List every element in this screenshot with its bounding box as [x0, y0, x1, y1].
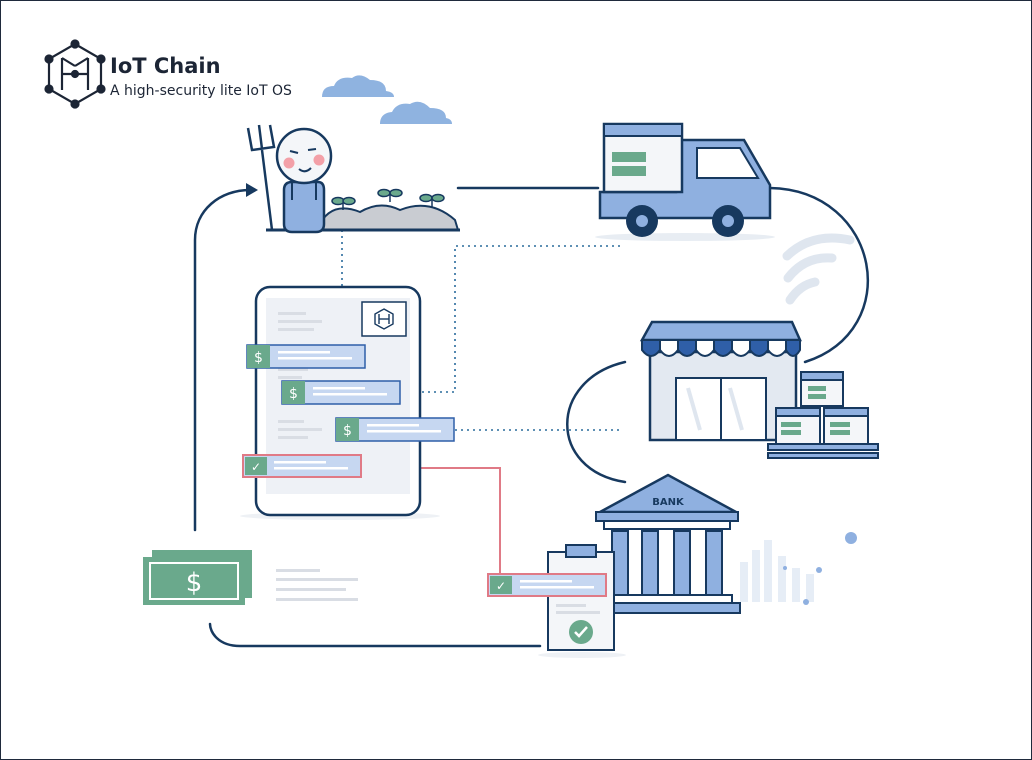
bar-chart-decoration — [740, 540, 814, 602]
brand-logo: IoT Chain A high-security lite IoT OS — [44, 39, 292, 109]
receipt-clipboard — [538, 544, 626, 658]
sprout-icon — [331, 188, 445, 210]
brand-subtitle: A high-security lite IoT OS — [110, 83, 292, 99]
farmer-illustration — [246, 124, 460, 234]
ledger-entry-row: $ — [281, 380, 401, 405]
dollar-icon: $ — [254, 350, 263, 366]
delivery-truck-illustration — [595, 122, 775, 241]
bank-label: BANK — [652, 497, 685, 508]
cash-bills-illustration: $ — [143, 550, 252, 605]
ledger-entry-row-verified: ✓ — [242, 454, 362, 478]
pitchfork-icon — [246, 124, 276, 231]
wireless-signal-icon — [782, 233, 855, 305]
ledger-entry-row: $ — [335, 417, 455, 442]
hexagon-network-icon — [44, 39, 106, 109]
dollar-icon: $ — [186, 568, 203, 598]
flow-truck-to-store — [768, 186, 870, 364]
dollar-icon: $ — [343, 423, 352, 439]
ledger-entry-row: $ — [246, 344, 366, 369]
flow-store-to-bank — [566, 360, 627, 484]
brand-title: IoT Chain — [110, 54, 221, 78]
check-icon: ✓ — [251, 460, 261, 474]
flow-receipt-to-cash — [208, 622, 542, 648]
cloud-icon — [380, 101, 452, 124]
flow-lines — [193, 186, 870, 648]
cloud-icon — [322, 75, 394, 97]
dollar-icon: $ — [289, 386, 298, 402]
flow-cash-to-farmer — [193, 188, 252, 532]
placeholder-text-lines — [276, 569, 358, 601]
storefront-illustration — [639, 320, 879, 459]
hexagon-network-icon — [374, 308, 394, 330]
bank-illustration: BANK — [593, 473, 857, 614]
receipt-entry-row: ✓ — [487, 573, 607, 597]
crate-stack — [767, 371, 879, 459]
arrow-head-icon — [246, 183, 258, 197]
check-icon: ✓ — [496, 579, 506, 593]
